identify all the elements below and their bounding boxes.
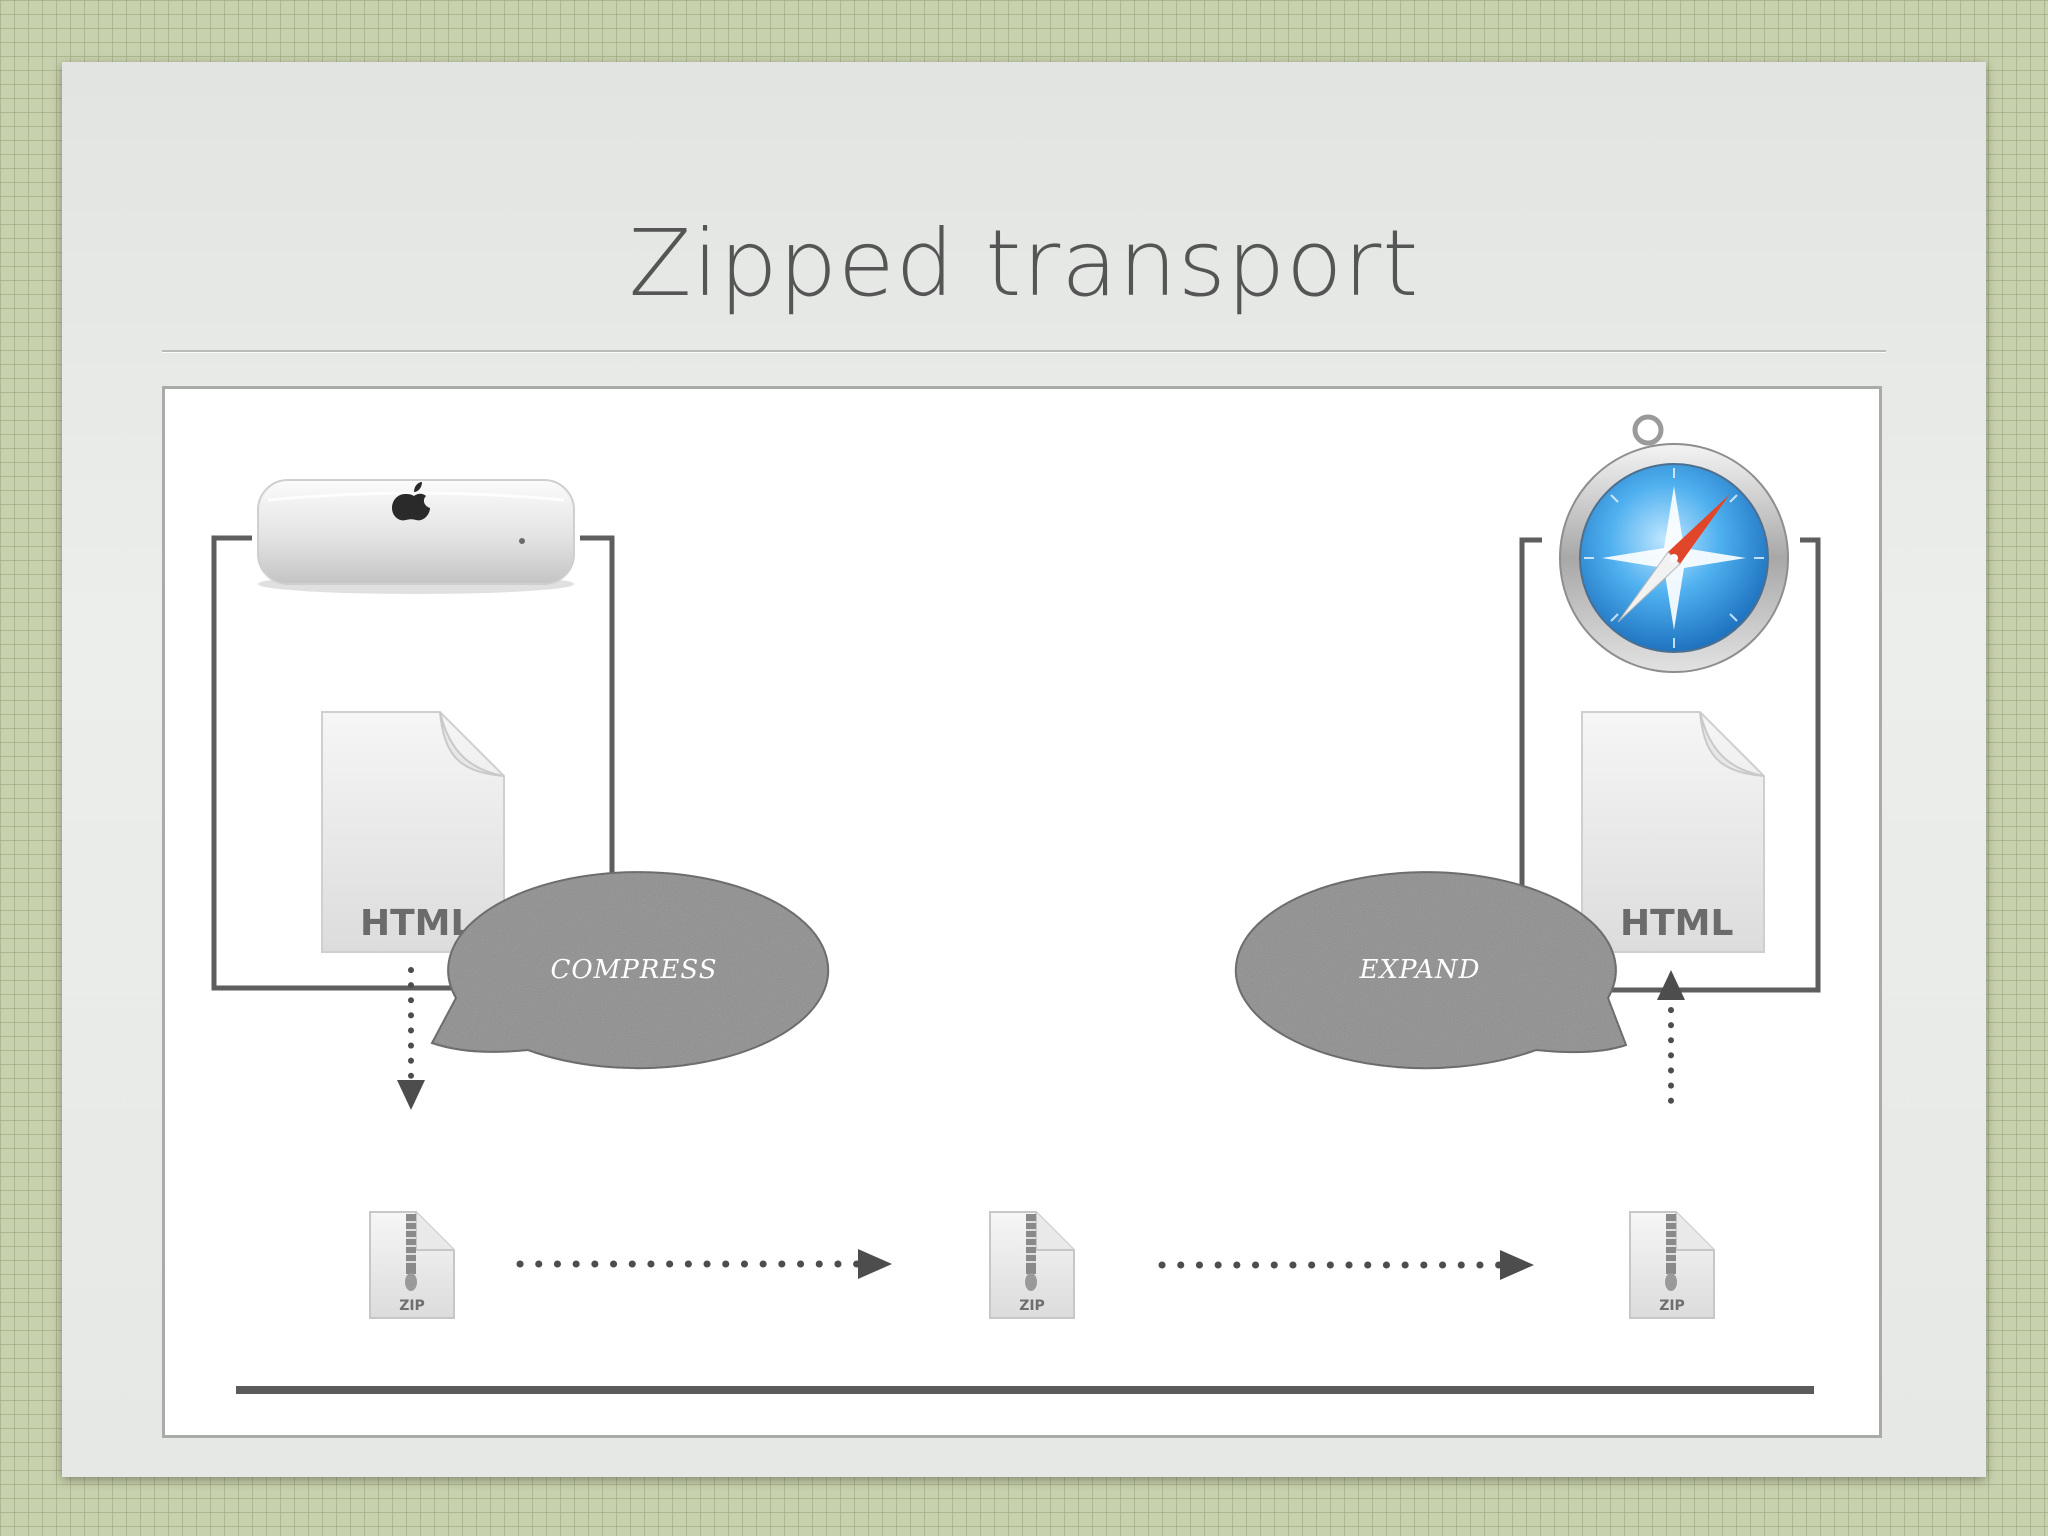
compress-label: COMPRESS bbox=[550, 955, 717, 985]
compress-bubble bbox=[430, 871, 830, 1070]
transfer-arrow-2 bbox=[1158, 1250, 1534, 1280]
source-bracket bbox=[211, 535, 615, 991]
zip-label: ZIP bbox=[1659, 1298, 1685, 1314]
transfer-arrow-1 bbox=[516, 1249, 892, 1279]
safari-compass-icon bbox=[1559, 414, 1789, 673]
compress-arrow bbox=[397, 967, 425, 1110]
expand-label: EXPAND bbox=[1359, 955, 1481, 985]
slide-title: Zipped transport bbox=[628, 210, 1420, 317]
mac-mini-icon bbox=[257, 479, 575, 594]
dest-html-label: HTML bbox=[1620, 903, 1733, 944]
zip-label: ZIP bbox=[1019, 1298, 1045, 1314]
expand-arrow bbox=[1657, 970, 1685, 1117]
source-html-label: HTML bbox=[360, 903, 473, 944]
expand-bubble bbox=[1234, 871, 1628, 1070]
title-divider bbox=[162, 350, 1886, 352]
zip-label: ZIP bbox=[399, 1298, 425, 1314]
